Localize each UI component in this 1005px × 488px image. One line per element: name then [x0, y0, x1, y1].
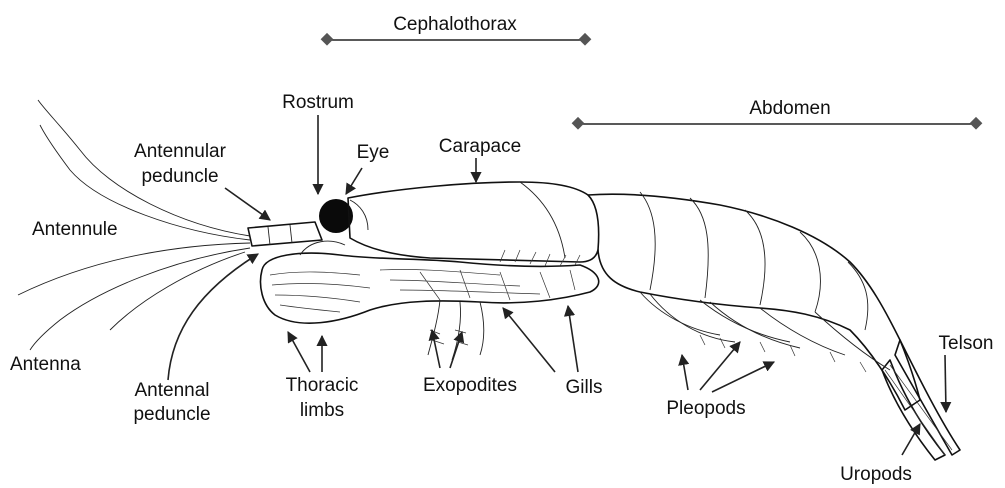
- cephalothorax-label: Cephalothorax: [393, 14, 517, 35]
- antennular-peduncle-shape: [248, 222, 322, 246]
- antennal-peduncle-label-line1: Antennal: [134, 380, 209, 401]
- abdomen-label: Abdomen: [749, 98, 830, 119]
- abdomen-shape: [588, 194, 920, 410]
- antenna-flagellum: [30, 248, 250, 350]
- antennular-peduncle-label-line2: peduncle: [141, 166, 218, 187]
- exopodite-1: [428, 300, 440, 355]
- thoracic-limbs-shape: [261, 253, 599, 323]
- uropods-label: Uropods: [840, 464, 912, 485]
- antennular-peduncle-label-line1: Antennular: [134, 141, 227, 162]
- thoracic-limbs-label-line2: limbs: [300, 400, 344, 421]
- exopodites-label: Exopodites: [423, 375, 517, 396]
- pleopods-label: Pleopods: [666, 398, 745, 419]
- pointer-arrows: [168, 115, 946, 455]
- gills-label: Gills: [566, 377, 603, 398]
- eye-label: Eye: [357, 142, 390, 163]
- thoracic-limbs-label-line1: Thoracic: [286, 375, 359, 396]
- exopodite-3: [480, 302, 484, 355]
- antennule-label: Antennule: [32, 219, 118, 240]
- carapace-label: Carapace: [439, 136, 521, 157]
- carapace-shape: [348, 182, 599, 262]
- antenna-label: Antenna: [10, 354, 81, 375]
- pleopod-3: [760, 308, 845, 355]
- gills-shape: [500, 250, 580, 266]
- antennal-peduncle-label-line2: peduncle: [133, 404, 210, 425]
- telson-label: Telson: [939, 333, 994, 354]
- rostrum-label: Rostrum: [282, 92, 354, 113]
